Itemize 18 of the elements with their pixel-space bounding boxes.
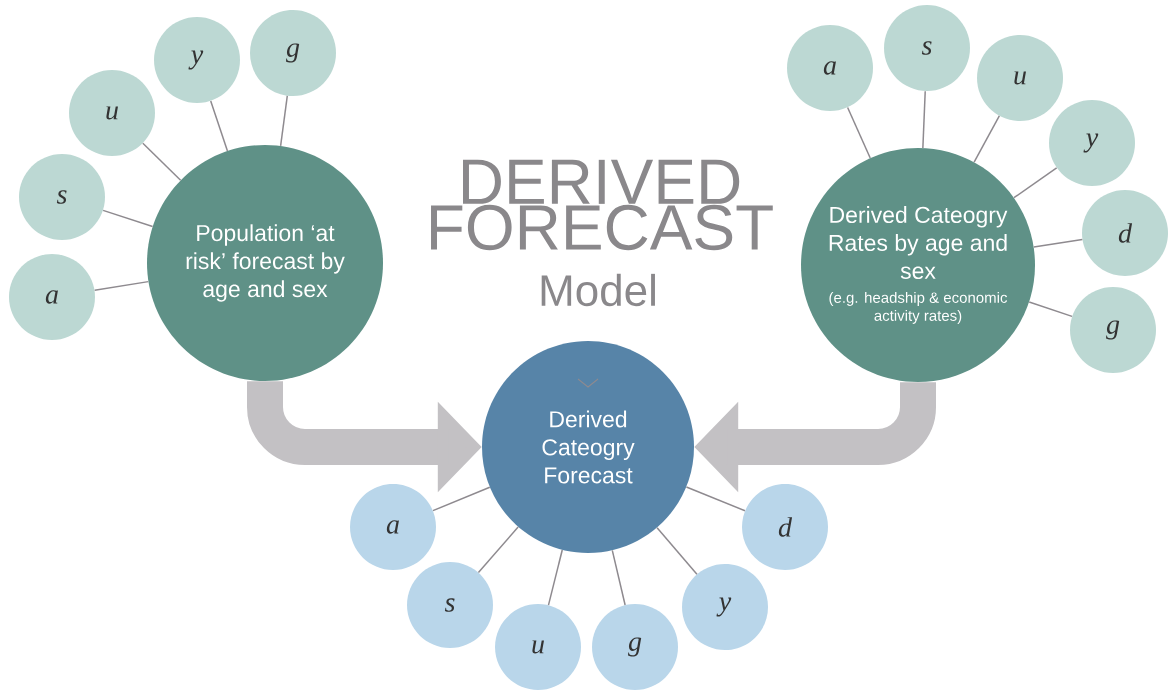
connector-line [1033,238,1084,248]
connector-line [973,115,1001,163]
connector-line [432,486,491,512]
connector-line [1013,167,1058,199]
connector-line [477,526,519,574]
connector-line [611,549,626,606]
connector-line [279,95,289,147]
connector-line [209,100,229,152]
connector-line [547,549,563,606]
connector-line [102,209,154,228]
connector-line [93,280,150,291]
connector-line [656,526,698,575]
connector-line [685,486,746,512]
connector-line [922,90,926,149]
title: DERIVED FORECAST [431,159,773,251]
connector-line [142,142,182,181]
connector-line [846,106,871,159]
connector-line [1028,301,1073,318]
